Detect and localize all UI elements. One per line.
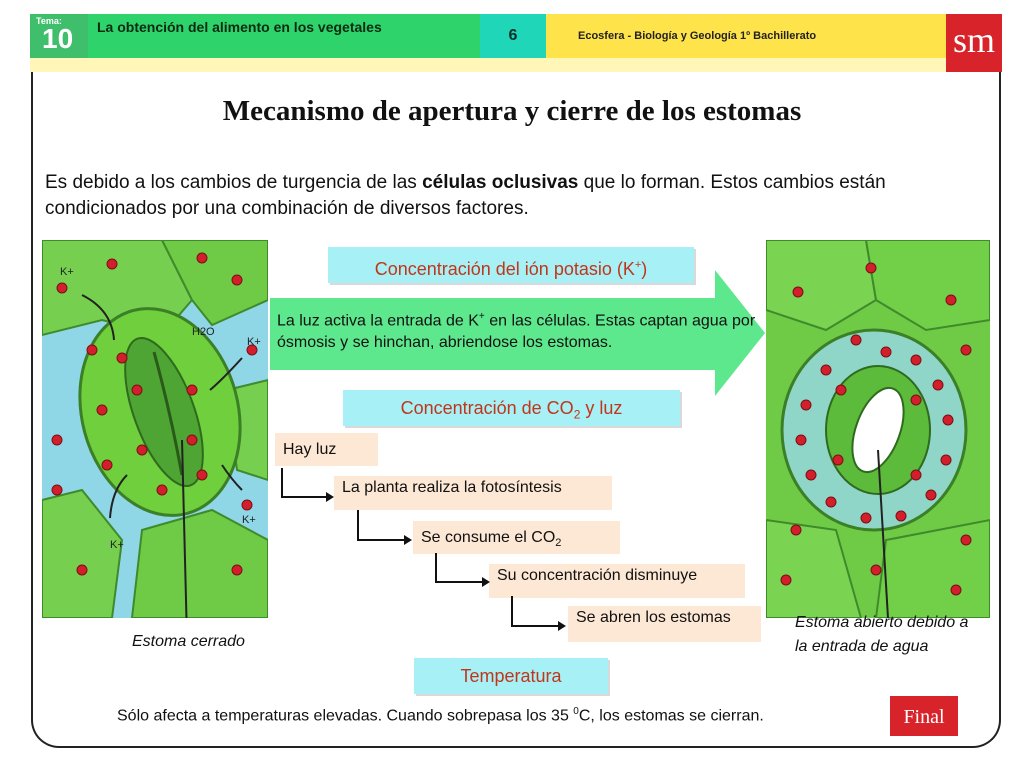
potassium-label: Concentración del ión potasio (K+) xyxy=(328,247,694,283)
h2o-label: H2O xyxy=(192,326,215,338)
sm-logo-text: sm xyxy=(952,20,995,60)
intro-text-2: que lo forman. Estos cambios están condi… xyxy=(45,172,886,219)
step-fotosintesis: La planta realiza la fotosíntesis xyxy=(334,476,612,510)
intro-paragraph: Es debido a los cambios de turgencia de … xyxy=(45,170,1000,222)
book-title: Ecosfera - Biología y Geología 1º Bachil… xyxy=(578,30,817,42)
sm-logo xyxy=(946,14,1002,72)
temperature-text-2: C, los estomas se cierran. xyxy=(578,707,764,725)
unit-title: La obtención del alimento en los vegetal… xyxy=(97,19,382,35)
potassium-text-1: La luz activa la entrada de K xyxy=(277,312,479,330)
k-label-3: K+ xyxy=(242,514,256,526)
slide-frame xyxy=(31,72,1001,748)
step-abren-estomas: Se abren los estomas xyxy=(568,606,761,642)
potassium-label-sup: + xyxy=(634,259,642,271)
co2-label-end: y luz xyxy=(580,398,623,418)
temperature-label-text: Temperatura xyxy=(460,666,562,686)
k-label-2: K+ xyxy=(247,336,261,348)
step-consume-sub: 2 xyxy=(555,537,562,550)
temperature-text-sup: 0 xyxy=(573,706,579,717)
step-disminuye: Su concentración disminuye xyxy=(489,564,745,598)
step-connectors xyxy=(281,468,566,631)
step-consume-text: Se consume el CO xyxy=(421,529,556,546)
book-title-box xyxy=(546,14,946,58)
co2-label-text: Concentración de CO xyxy=(400,398,574,418)
intro-bold: células oclusivas xyxy=(422,172,579,193)
page-title: Mecanismo de apertura y cierre de los es… xyxy=(222,95,802,127)
temperature-text-1: Sólo afecta a temperaturas elevadas. Cua… xyxy=(117,707,574,725)
potassium-text-sup: + xyxy=(478,311,485,322)
temperature-explanation: Sólo afecta a temperaturas elevadas. Cua… xyxy=(117,706,897,725)
page-number: 6 xyxy=(508,27,518,44)
intro-text-1: Es debido a los cambios de turgencia de … xyxy=(45,172,423,193)
caption-open-stoma: Estoma abierto debido a la entrada de ag… xyxy=(795,614,969,655)
green-arrow xyxy=(270,270,765,396)
step-consume-co2: Se consume el CO2 xyxy=(413,521,620,554)
header-strip xyxy=(30,58,946,72)
tema-number: 10 xyxy=(42,23,74,54)
co2-label: Concentración de CO2 y luz xyxy=(343,390,680,426)
potassium-text-2: en las células. Estas captan agua por ós… xyxy=(277,312,756,352)
page-number-box xyxy=(480,14,546,58)
caption-closed-stoma: Estoma cerrado xyxy=(132,633,245,650)
final-button[interactable]: Final xyxy=(890,696,958,736)
potassium-label-text: Concentración del ión potasio (K xyxy=(374,259,635,279)
step-hay-luz: Hay luz xyxy=(275,433,378,466)
k-label-1: K+ xyxy=(60,266,74,278)
tema-box xyxy=(30,14,88,58)
potassium-explanation: La luz activa la entrada de K+ en las cé… xyxy=(277,306,759,354)
potassium-label-end: ) xyxy=(641,259,648,279)
k-label-4: K+ xyxy=(110,539,124,551)
co2-label-sub: 2 xyxy=(573,407,581,422)
closed-stoma-illustration: K+ H2O K+ K+ K+ xyxy=(42,240,268,618)
temperature-label: Temperatura xyxy=(414,658,608,694)
tema-label: Tema: xyxy=(36,16,62,26)
open-stoma-illustration xyxy=(766,240,990,618)
unit-title-box xyxy=(88,14,480,58)
